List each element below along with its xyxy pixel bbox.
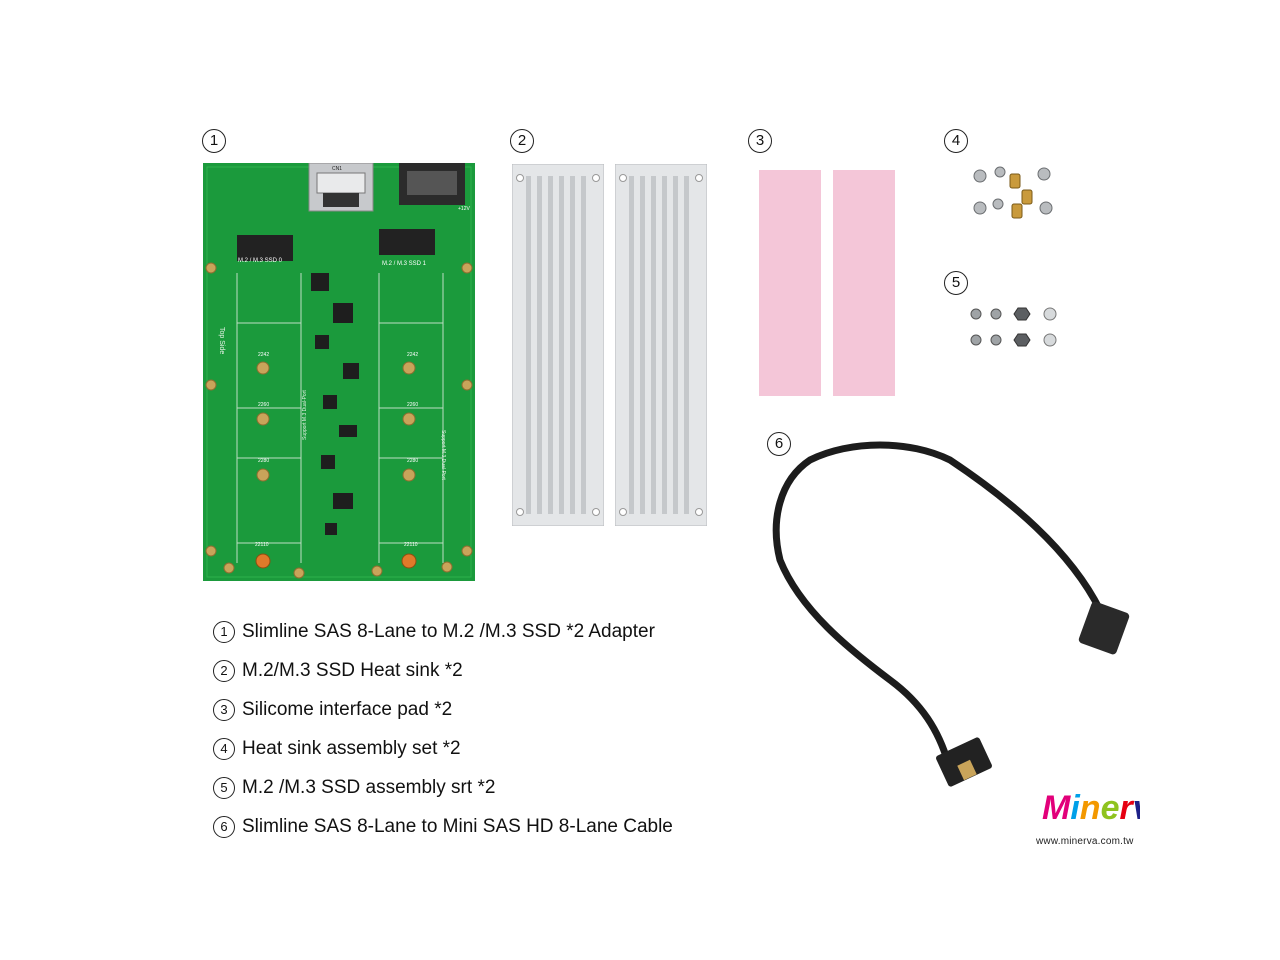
label-5: 5: [944, 271, 968, 295]
board-dual-port-note-right: Support M.3 Dual-Port: [440, 430, 446, 480]
list-item-text: Slimline SAS 8-Lane to M.2 /M.3 SSD *2 A…: [242, 620, 655, 642]
label-2: 2: [510, 129, 534, 153]
thermal-pad-2: [833, 170, 895, 396]
minerva-logo: Minerva: [1042, 789, 1140, 827]
list-item-text: Silicome interface pad *2: [242, 698, 453, 720]
list-item-number: 1: [213, 620, 235, 643]
list-item-number: 6: [213, 815, 235, 838]
adapter-board-image: [203, 163, 475, 581]
list-item: 5 M.2 /M.3 SSD assembly srt *2: [213, 768, 733, 807]
website-text: www.minerva.com.tw: [1036, 836, 1134, 847]
list-item: 3 Silicome interface pad *2: [213, 690, 733, 729]
board-size-label: 2280: [258, 458, 270, 464]
board-size-label: 2260: [407, 402, 419, 408]
thermal-pad-1: [759, 170, 821, 396]
heatsink-1-image: [512, 164, 604, 526]
label-1: 1: [202, 129, 226, 153]
cable-image: [772, 441, 1130, 787]
ssd-assembly-screws-image: [970, 307, 1057, 347]
board-size-label: 22110: [255, 542, 269, 548]
board-power-label: +12V: [458, 206, 470, 212]
board-size-label: 2242: [407, 352, 419, 358]
board-slot-left-label: M.2 / M.3 SSD 0: [238, 258, 283, 264]
heatsink-2-image: [615, 164, 707, 526]
board-side-label: Top Side: [218, 327, 225, 355]
board-dual-port-note-left: Support M.3 Dual-Port: [302, 390, 308, 440]
board-slot-right-label: M.2 / M.3 SSD 1: [382, 261, 427, 267]
board-size-label: 22110: [404, 542, 418, 548]
list-item-number: 2: [213, 659, 235, 682]
list-item: 2 M.2/M.3 SSD Heat sink *2: [213, 651, 733, 690]
label-4: 4: [944, 129, 968, 153]
board-connector-label: CN1: [332, 166, 343, 172]
label-3: 3: [748, 129, 772, 153]
board-size-label: 2242: [258, 352, 270, 358]
list-item-text: Heat sink assembly set *2: [242, 737, 461, 759]
list-item-number: 3: [213, 698, 235, 721]
heatsink-assembly-screws-image: [973, 166, 1053, 219]
list-item-text: M.2 /M.3 SSD assembly srt *2: [242, 776, 496, 798]
svg-text:Minerva: Minerva: [1042, 789, 1140, 827]
board-size-label: 2280: [407, 458, 419, 464]
list-item-number: 4: [213, 737, 235, 760]
list-item-text: M.2/M.3 SSD Heat sink *2: [242, 659, 463, 681]
label-6: 6: [767, 432, 791, 456]
parts-list: 1 Slimline SAS 8-Lane to M.2 /M.3 SSD *2…: [213, 612, 733, 846]
board-size-label: 2260: [258, 402, 270, 408]
list-item: 1 Slimline SAS 8-Lane to M.2 /M.3 SSD *2…: [213, 612, 733, 651]
list-item: 6 Slimline SAS 8-Lane to Mini SAS HD 8-L…: [213, 807, 733, 846]
list-item-number: 5: [213, 776, 235, 799]
list-item: 4 Heat sink assembly set *2: [213, 729, 733, 768]
list-item-text: Slimline SAS 8-Lane to Mini SAS HD 8-Lan…: [242, 815, 673, 837]
